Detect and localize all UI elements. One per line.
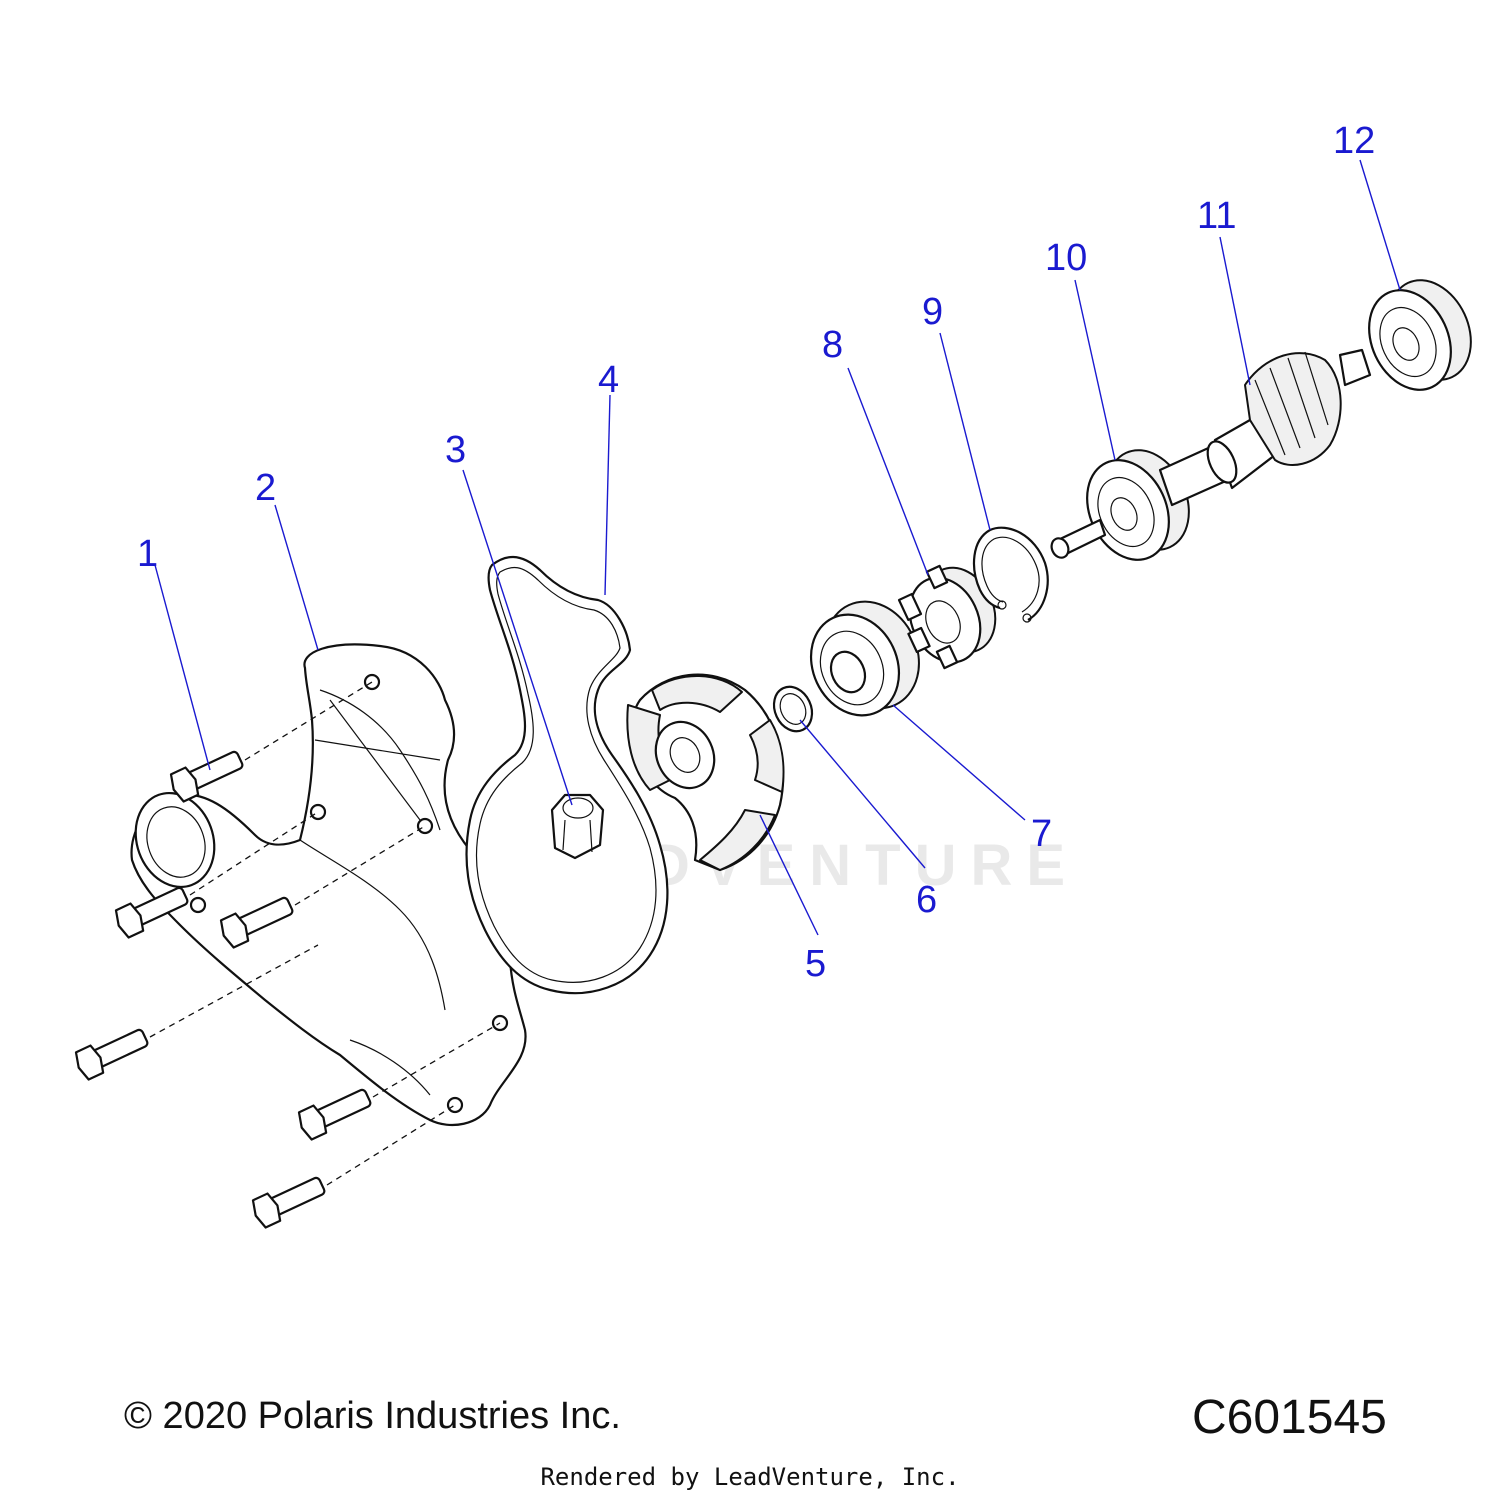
callout-9: 9: [922, 291, 943, 333]
leader-lines: [154, 159, 1401, 936]
callout-5: 5: [805, 943, 826, 985]
drive-shaft-gear[interactable]: [1049, 348, 1372, 560]
impeller[interactable]: [626, 673, 785, 872]
callout-11: 11: [1197, 195, 1236, 237]
callout-10: 10: [1045, 237, 1087, 279]
diagram-id: C601545: [1192, 1391, 1387, 1444]
alignment-lines: [149, 681, 501, 1186]
callout-4: 4: [598, 359, 619, 401]
bolt-set[interactable]: [72, 745, 374, 1229]
callout-8: 8: [822, 324, 843, 366]
mechanical-seal[interactable]: [795, 586, 936, 730]
callout-labels: 1 2 3 4 5 6 7 8 9 10 11 12: [137, 120, 1375, 985]
pump-housing[interactable]: [123, 643, 527, 1127]
housing-gasket[interactable]: [465, 555, 669, 995]
bearing-retainer[interactable]: [896, 556, 1008, 674]
ball-bearing-outer[interactable]: [1354, 267, 1487, 403]
rendered-by-credit: Rendered by LeadVenture, Inc.: [540, 1463, 960, 1491]
callout-12: 12: [1333, 120, 1375, 162]
ball-bearing-inner[interactable]: [1072, 437, 1205, 573]
o-ring[interactable]: [767, 681, 819, 738]
callout-6: 6: [916, 879, 937, 921]
impeller-nut[interactable]: [550, 793, 605, 860]
callout-3: 3: [445, 429, 466, 471]
callout-7: 7: [1031, 813, 1052, 855]
callout-2: 2: [255, 467, 276, 509]
callout-1: 1: [137, 533, 158, 575]
copyright-notice: © 2020 Polaris Industries Inc.: [124, 1395, 621, 1437]
